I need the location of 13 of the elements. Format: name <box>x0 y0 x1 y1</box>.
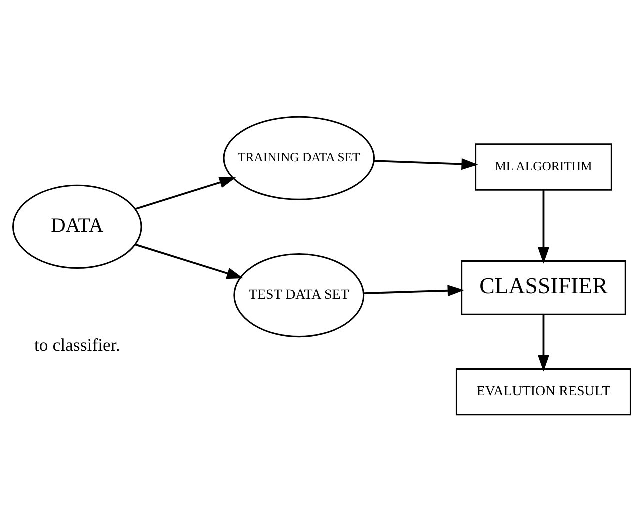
node-box: ML ALGORITHM <box>475 143 612 190</box>
arrow <box>374 158 478 170</box>
arrow <box>538 190 550 264</box>
arrow <box>135 176 236 210</box>
node-ellipse: TEST DATA SET <box>234 252 365 338</box>
arrow <box>135 243 244 279</box>
arrow <box>364 284 464 296</box>
label: to classifier. <box>34 334 120 355</box>
node-ellipse: DATA <box>12 184 142 268</box>
node-box: EVALUTION RESULT <box>456 368 632 416</box>
node-ellipse: TRAINING DATA SET <box>223 116 376 200</box>
node-box: CLASSIFIER <box>461 260 626 315</box>
arrow <box>538 314 550 372</box>
